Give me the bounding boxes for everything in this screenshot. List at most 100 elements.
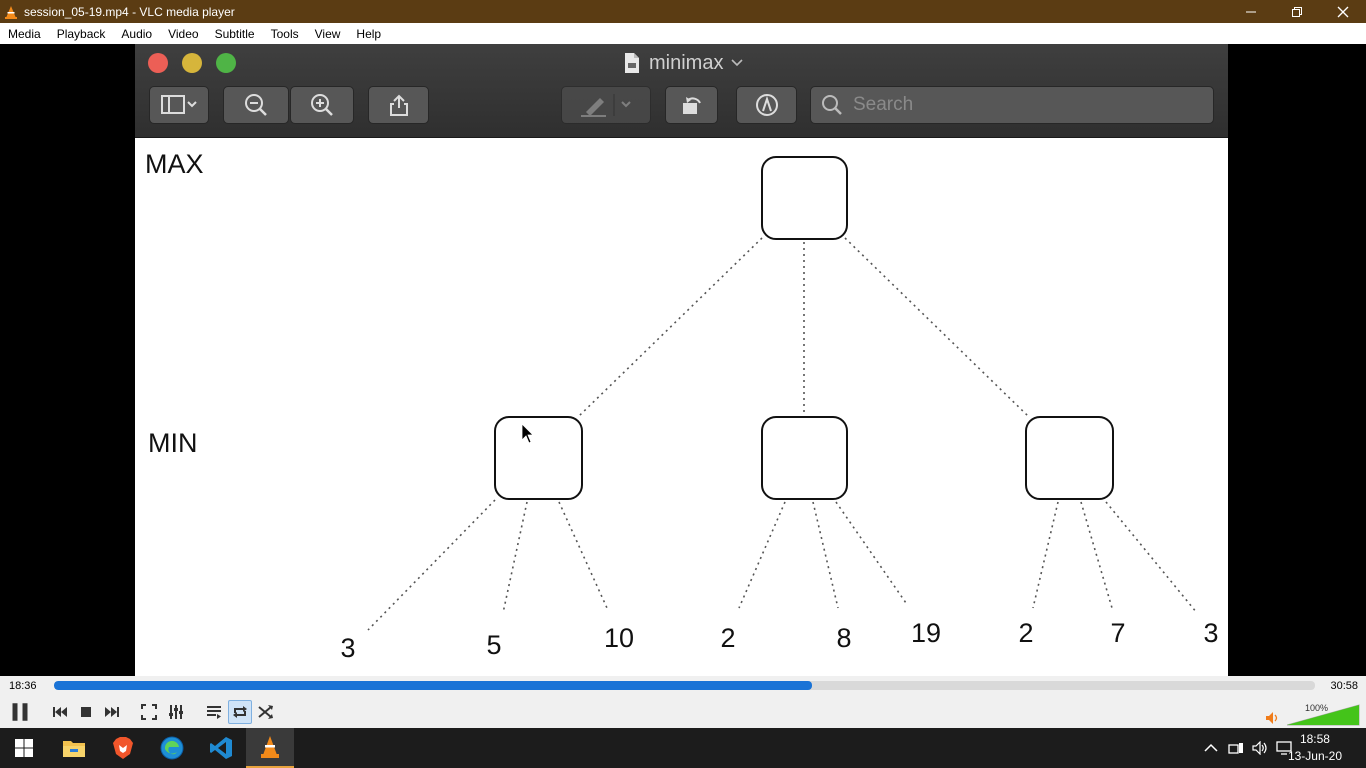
volume-slider[interactable] [1287, 704, 1361, 726]
start-button[interactable] [0, 728, 48, 768]
restore-icon [1292, 6, 1302, 17]
close-icon [1337, 6, 1349, 17]
vlc-cone-icon [261, 736, 279, 758]
preview-search-field [810, 86, 1214, 124]
shuffle-button[interactable] [254, 700, 278, 724]
clock-date: 13-Jun-20 [1287, 749, 1342, 763]
min-node-2 [761, 416, 848, 500]
loop-icon [233, 706, 247, 718]
edge-min3-leaf1 [1032, 501, 1059, 609]
leaf-value-9: 3 [1203, 618, 1218, 648]
share-icon [389, 94, 408, 116]
extended-settings-button[interactable] [164, 700, 188, 724]
menu-tools[interactable]: Tools [270, 26, 299, 41]
menu-audio[interactable]: Audio [121, 26, 153, 41]
menu-playback[interactable]: Playback [56, 26, 106, 41]
video-area[interactable]: minimax [0, 44, 1366, 676]
edge-root-min3 [844, 237, 1029, 417]
network-icon[interactable] [1228, 741, 1244, 755]
mac-minimize-button [182, 53, 202, 73]
minimize-icon [1246, 11, 1256, 12]
taskbar-clock[interactable]: 18:58 13-Jun-20 [1288, 731, 1342, 765]
menu-view[interactable]: View [314, 26, 341, 41]
leaf-value-4: 2 [720, 623, 735, 653]
speaker-icon[interactable] [1265, 711, 1279, 725]
edge-min1-leaf3 [558, 501, 608, 609]
min-node-3 [1025, 416, 1114, 500]
search-icon [822, 95, 842, 115]
rotate-button [665, 86, 718, 124]
taskbar-brave[interactable] [99, 728, 147, 768]
menu-video[interactable]: Video [168, 26, 199, 41]
elapsed-time: 18:36 [9, 680, 37, 692]
vlc-cone-icon [5, 5, 17, 19]
menu-help[interactable]: Help [356, 26, 382, 41]
sidebar-toggle-button [149, 86, 209, 124]
rotate-icon [682, 97, 701, 114]
document-icon [625, 53, 639, 73]
previous-button[interactable] [48, 700, 72, 724]
fullscreen-icon [141, 704, 157, 720]
search-input [853, 94, 1193, 116]
window-title: session_05-19.mp4 - VLC media player [24, 4, 235, 19]
edge-min2-leaf2 [812, 501, 839, 609]
skip-forward-icon [105, 707, 119, 717]
mac-zoom-button [216, 53, 236, 73]
leaf-value-8: 7 [1110, 618, 1125, 648]
display-icon[interactable] [1276, 741, 1292, 755]
seek-row: 18:36 30:58 [0, 676, 1366, 696]
pause-button[interactable] [6, 700, 34, 724]
zoom-out-button [223, 86, 289, 124]
edge-min3-leaf2 [1080, 501, 1113, 609]
clock-time: 18:58 [1299, 732, 1330, 746]
edge-min2-leaf1 [738, 501, 786, 609]
leaf-value-1: 3 [340, 633, 355, 663]
equalizer-icon [169, 705, 183, 719]
skip-back-icon [53, 707, 67, 717]
fullscreen-button[interactable] [137, 700, 161, 724]
loop-button[interactable] [228, 700, 252, 724]
tree-svg: MAX MIN 3 5 10 2 8 19 2 7 3 [145, 149, 1219, 663]
volume-fill [1287, 705, 1359, 725]
markup-pen-button [561, 86, 651, 124]
speaker-icon[interactable] [1252, 741, 1268, 755]
close-button[interactable] [1320, 0, 1366, 23]
markup-icon [755, 94, 778, 116]
menu-media[interactable]: Media [8, 26, 41, 41]
playlist-button[interactable] [202, 700, 226, 724]
restore-button[interactable] [1274, 0, 1320, 23]
sidebar-icon [161, 95, 197, 114]
minimize-button[interactable] [1228, 0, 1274, 23]
vscode-icon [210, 737, 232, 759]
system-tray [1204, 728, 1292, 768]
edge-root-min1 [578, 237, 763, 417]
preview-doc-title: minimax [623, 51, 744, 75]
window-titlebar: session_05-19.mp4 - VLC media player [0, 0, 1366, 23]
brave-lion-icon [113, 737, 133, 759]
next-button[interactable] [100, 700, 124, 724]
taskbar-vscode[interactable] [197, 728, 245, 768]
stop-button[interactable] [74, 700, 98, 724]
menu-subtitle[interactable]: Subtitle [214, 26, 255, 41]
zoom-in-icon [311, 94, 333, 116]
taskbar-vlc[interactable] [246, 728, 294, 768]
seek-progress-fill [54, 681, 812, 690]
windows-logo-icon [15, 739, 33, 757]
playback-controls: 100% [0, 696, 1366, 728]
total-time: 30:58 [1330, 680, 1358, 692]
mac-close-button [148, 53, 168, 73]
chevron-down-icon [731, 59, 744, 67]
taskbar-file-explorer[interactable] [50, 728, 98, 768]
zoom-in-button [290, 86, 354, 124]
markup-toolbar-button [736, 86, 797, 124]
leaf-value-3: 10 [604, 623, 634, 653]
folder-icon [63, 741, 85, 757]
min-level-label: MIN [148, 428, 198, 458]
seek-slider[interactable] [54, 681, 1315, 690]
volume-percent: 100% [1304, 703, 1328, 713]
chevron-up-icon[interactable] [1204, 743, 1218, 753]
mouse-cursor-icon [521, 423, 534, 444]
taskbar-edge[interactable] [148, 728, 196, 768]
menu-bar: Media Playback Audio Video Subtitle Tool… [0, 23, 1366, 44]
zoom-out-icon [245, 94, 267, 116]
